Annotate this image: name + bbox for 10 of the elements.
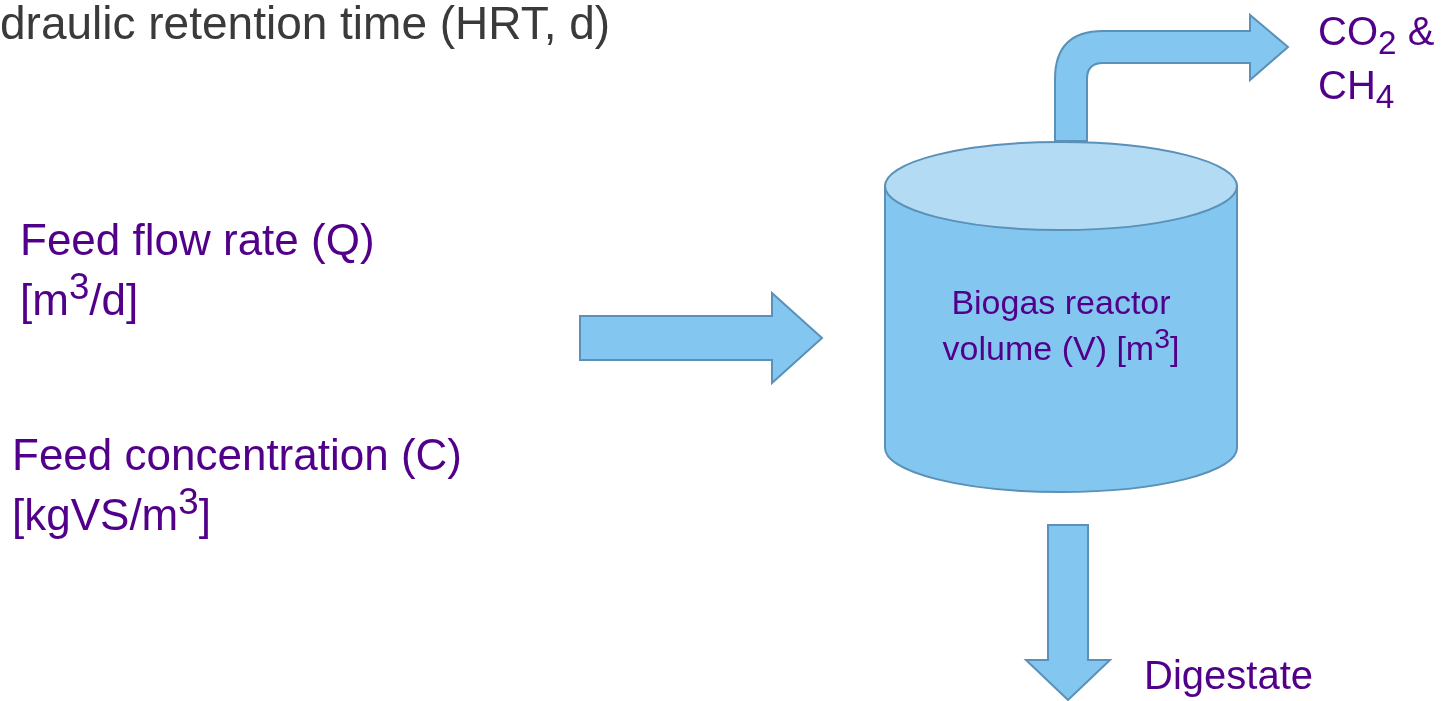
block-arrow [1023,524,1113,701]
flow-label: Digestate [1144,652,1314,698]
reactor-label: Biogas reactor volume (V) [m$^{3}$] [941,283,1181,369]
flow-label: CO$_{2}$ & CH$_{4}$ [1318,8,1436,117]
block-arrow [1054,14,1289,142]
flow-label: Feed concentration (C) [kgVS/m$^{3}$] [12,430,463,540]
flow-label: Feed flow rate (Q) [m$^{3}$/d] [20,215,376,325]
block-arrow [579,290,824,386]
diagram-title: draulic retention time (HRT, d) [0,0,611,49]
reactor-cylinder [884,141,1238,493]
